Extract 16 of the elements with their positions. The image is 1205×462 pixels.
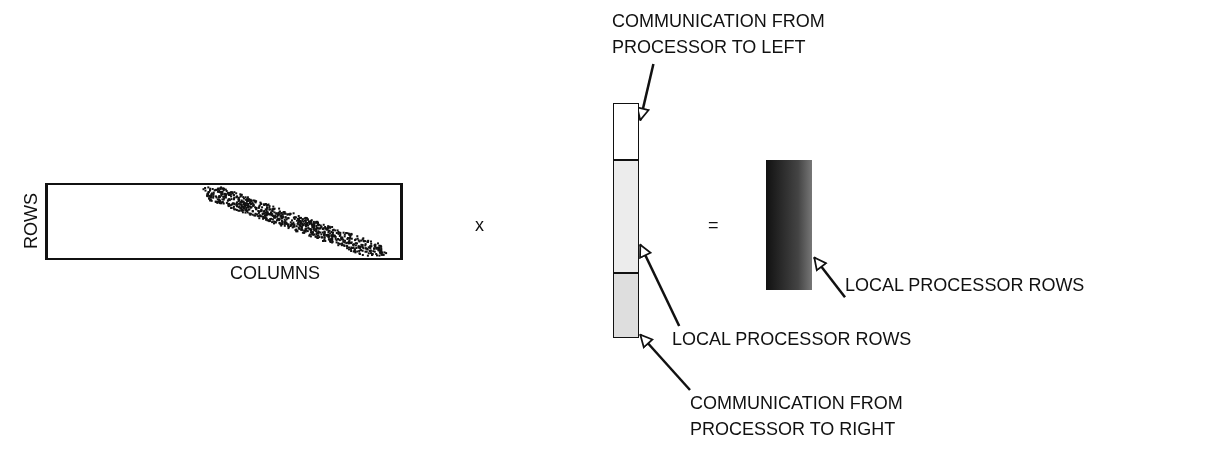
vector-segment [613, 103, 639, 160]
sparse-matrix-drawing [45, 183, 403, 260]
callout-label: COMMUNICATION FROM PROCESSOR TO LEFT [612, 8, 842, 64]
operator-sign: x [475, 214, 484, 237]
axis-label: COLUMNS [230, 262, 320, 285]
axis-label: ROWS [20, 193, 42, 249]
operator-sign: = [708, 214, 719, 237]
vector-segment [613, 273, 639, 338]
leader-arrow [639, 333, 691, 391]
vector-segment [613, 160, 639, 273]
result-vector [766, 160, 812, 290]
leader-arrow [639, 243, 681, 327]
leader-arrow [813, 256, 846, 298]
callout-label: LOCAL PROCESSOR ROWS [845, 272, 1085, 300]
callout-label: COMMUNICATION FROM PROCESSOR TO RIGHT [690, 390, 920, 446]
callout-label: LOCAL PROCESSOR ROWS [672, 326, 912, 354]
